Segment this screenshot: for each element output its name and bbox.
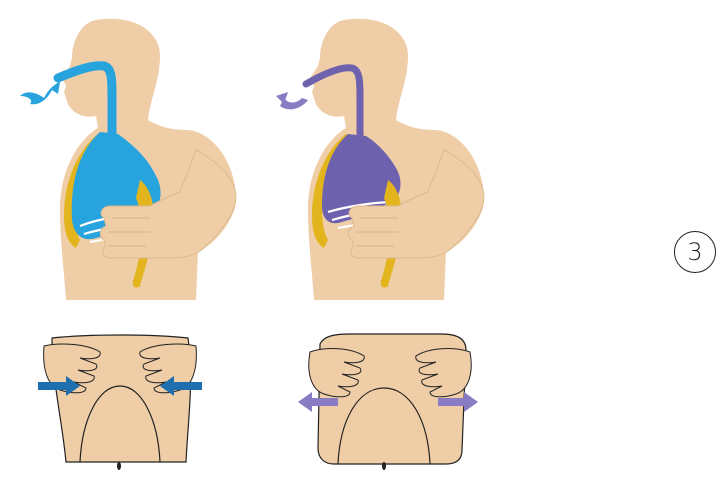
step-number-badge: 3 xyxy=(674,231,716,273)
inhale-front-figure xyxy=(38,335,202,470)
exhale-side-figure xyxy=(276,19,484,300)
exhale-front-figure xyxy=(298,334,478,470)
navel xyxy=(382,462,386,470)
step-number: 3 xyxy=(687,238,702,266)
inhale-arrow-icon xyxy=(20,82,60,104)
inhale-side-figure xyxy=(20,19,236,300)
navel xyxy=(117,462,121,470)
